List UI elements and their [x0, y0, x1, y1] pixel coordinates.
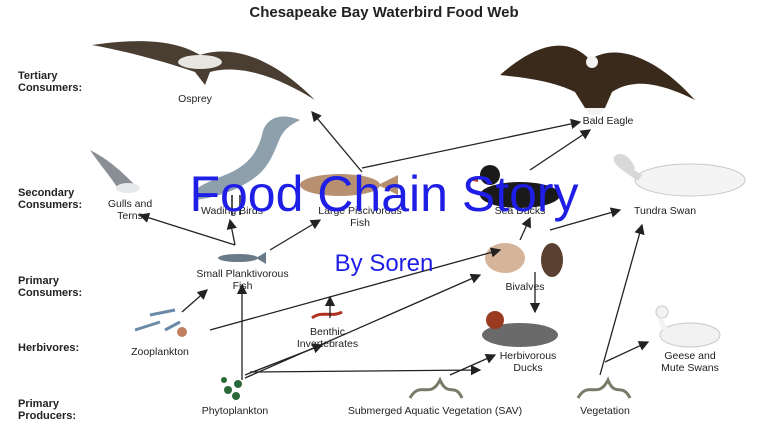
large-fish-illustration	[300, 174, 398, 196]
bald-eagle-illustration	[500, 45, 695, 115]
vegetation-illustration	[576, 376, 632, 399]
heron-illustration	[193, 116, 300, 215]
label-osprey: Osprey	[178, 93, 212, 105]
diagram-title: Chesapeake Bay Waterbird Food Web	[249, 4, 519, 21]
label-geese: Geese and Mute Swans	[661, 350, 719, 374]
zooplankton-illustration	[134, 308, 187, 337]
presentation-subtitle: By Soren	[334, 250, 434, 277]
small-fish-illustration	[218, 252, 266, 264]
label-zooplankton: Zooplankton	[131, 346, 189, 358]
sea-duck-illustration	[468, 165, 560, 208]
tier-producers: Primary Producers:	[18, 398, 77, 422]
geese-illustration	[655, 305, 721, 348]
benthic-illustration	[311, 310, 343, 320]
phytoplankton-illustration	[221, 377, 242, 400]
label-vegetation: Vegetation	[580, 405, 630, 417]
label-small-fish: Small Planktivorous Fish	[196, 268, 289, 292]
label-gulls-terns: Gulls and Terns	[107, 198, 153, 222]
label-bald-eagle: Bald Eagle	[582, 115, 634, 127]
tier-herbivores: Herbivores:	[18, 342, 80, 354]
presentation-title: Food Chain Story	[189, 166, 579, 222]
label-herbivorous-ducks: Herbivorous Ducks	[499, 350, 557, 374]
label-sav: Submerged Aquatic Vegetation (SAV)	[347, 405, 523, 417]
herbivorous-duck-illustration	[482, 311, 558, 347]
label-bivalves: Bivalves	[505, 281, 545, 293]
sav-illustration	[408, 376, 464, 399]
tier-primary: Primary Consumers:	[18, 275, 83, 299]
tier-secondary: Secondary Consumers:	[18, 187, 83, 211]
label-large-fish: Large Piscivorous Fish	[318, 205, 402, 229]
label-wading-birds: Wading Birds	[200, 205, 264, 217]
osprey-illustration	[92, 41, 315, 100]
label-benthic: Benthic Invertebrates	[296, 326, 359, 350]
tundra-swan-illustration	[613, 154, 746, 197]
label-sea-ducks: Sea Ducks	[494, 205, 546, 217]
label-phytoplankton: Phytoplankton	[201, 405, 269, 417]
gull-illustration	[90, 150, 140, 193]
tier-tertiary: Tertiary Consumers:	[18, 70, 83, 94]
label-tundra-swan: Tundra Swan	[633, 205, 697, 217]
